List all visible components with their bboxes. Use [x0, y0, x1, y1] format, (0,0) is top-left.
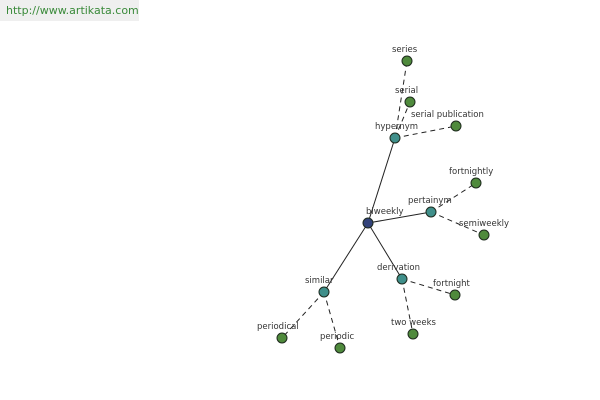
- edge-derivation-two-weeks: [401, 278, 414, 335]
- node-label-biweekly: biweekly: [366, 207, 403, 217]
- edge-similar-periodical: [281, 291, 325, 339]
- node-fortnightly[interactable]: fortnightly: [449, 167, 493, 189]
- edge-hypernym-serial: [394, 101, 411, 139]
- source-url-text[interactable]: http://www.artikata.com: [6, 4, 139, 17]
- node-label-semiweekly: semiweekly: [459, 219, 509, 229]
- node-label-hypernym: hypernym: [375, 122, 418, 132]
- node-biweekly[interactable]: biweekly: [362, 207, 403, 229]
- node-serial[interactable]: serial: [395, 86, 418, 108]
- node-two-weeks[interactable]: two weeks: [391, 318, 437, 340]
- node-serial-publication[interactable]: serial publication: [411, 110, 484, 132]
- node-fortnight[interactable]: fortnight: [433, 279, 471, 301]
- node-label-two-weeks: two weeks: [391, 318, 437, 328]
- node-label-fortnightly: fortnightly: [449, 167, 493, 177]
- edge-biweekly-pertainym: [367, 211, 432, 224]
- node-hypernym[interactable]: hypernym: [375, 122, 418, 144]
- node-circle-semiweekly[interactable]: [478, 229, 490, 241]
- node-circle-fortnight[interactable]: [449, 289, 461, 301]
- node-semiweekly[interactable]: semiweekly: [459, 219, 509, 241]
- node-label-derivation: derivation: [377, 263, 420, 273]
- node-similar[interactable]: similar: [305, 276, 334, 298]
- node-circle-series[interactable]: [401, 55, 413, 67]
- node-circle-serial-publication[interactable]: [450, 120, 462, 132]
- node-derivation[interactable]: derivation: [377, 263, 420, 285]
- node-circle-periodic[interactable]: [334, 342, 346, 354]
- node-label-pertainym: pertainym: [408, 196, 452, 206]
- node-periodical[interactable]: periodical: [257, 322, 299, 344]
- node-circle-hypernym[interactable]: [389, 132, 401, 144]
- edge-pertainym-semiweekly: [430, 211, 485, 236]
- node-label-series: series: [392, 45, 418, 55]
- edges-layer: [281, 60, 485, 349]
- node-label-serial: serial: [395, 86, 418, 96]
- edge-biweekly-similar: [323, 222, 369, 293]
- node-circle-fortnightly[interactable]: [470, 177, 482, 189]
- node-label-similar: similar: [305, 276, 334, 286]
- source-url-banner[interactable]: http://www.artikata.com: [0, 0, 139, 21]
- edge-hypernym-serial-publication: [394, 125, 457, 139]
- edge-similar-periodic: [323, 291, 341, 349]
- node-circle-derivation[interactable]: [396, 273, 408, 285]
- node-pertainym[interactable]: pertainym: [408, 196, 452, 218]
- node-circle-similar[interactable]: [318, 286, 330, 298]
- node-series[interactable]: series: [392, 45, 418, 67]
- node-circle-serial[interactable]: [404, 96, 416, 108]
- node-circle-biweekly[interactable]: [362, 217, 374, 229]
- node-label-fortnight: fortnight: [433, 279, 471, 289]
- node-label-periodic: periodic: [320, 332, 354, 342]
- node-label-periodical: periodical: [257, 322, 299, 332]
- node-circle-two-weeks[interactable]: [407, 328, 419, 340]
- nodes-layer: biweekly hypernym pertainym derivation simil…: [257, 45, 509, 354]
- node-label-serial-publication: serial publication: [411, 110, 484, 120]
- node-circle-periodical[interactable]: [276, 332, 288, 344]
- node-circle-pertainym[interactable]: [425, 206, 437, 218]
- edge-biweekly-hypernym: [367, 137, 396, 224]
- edge-biweekly-derivation: [367, 222, 403, 280]
- edge-derivation-fortnight: [401, 278, 456, 296]
- edge-hypernym-series: [394, 60, 408, 139]
- node-periodic[interactable]: periodic: [320, 332, 354, 354]
